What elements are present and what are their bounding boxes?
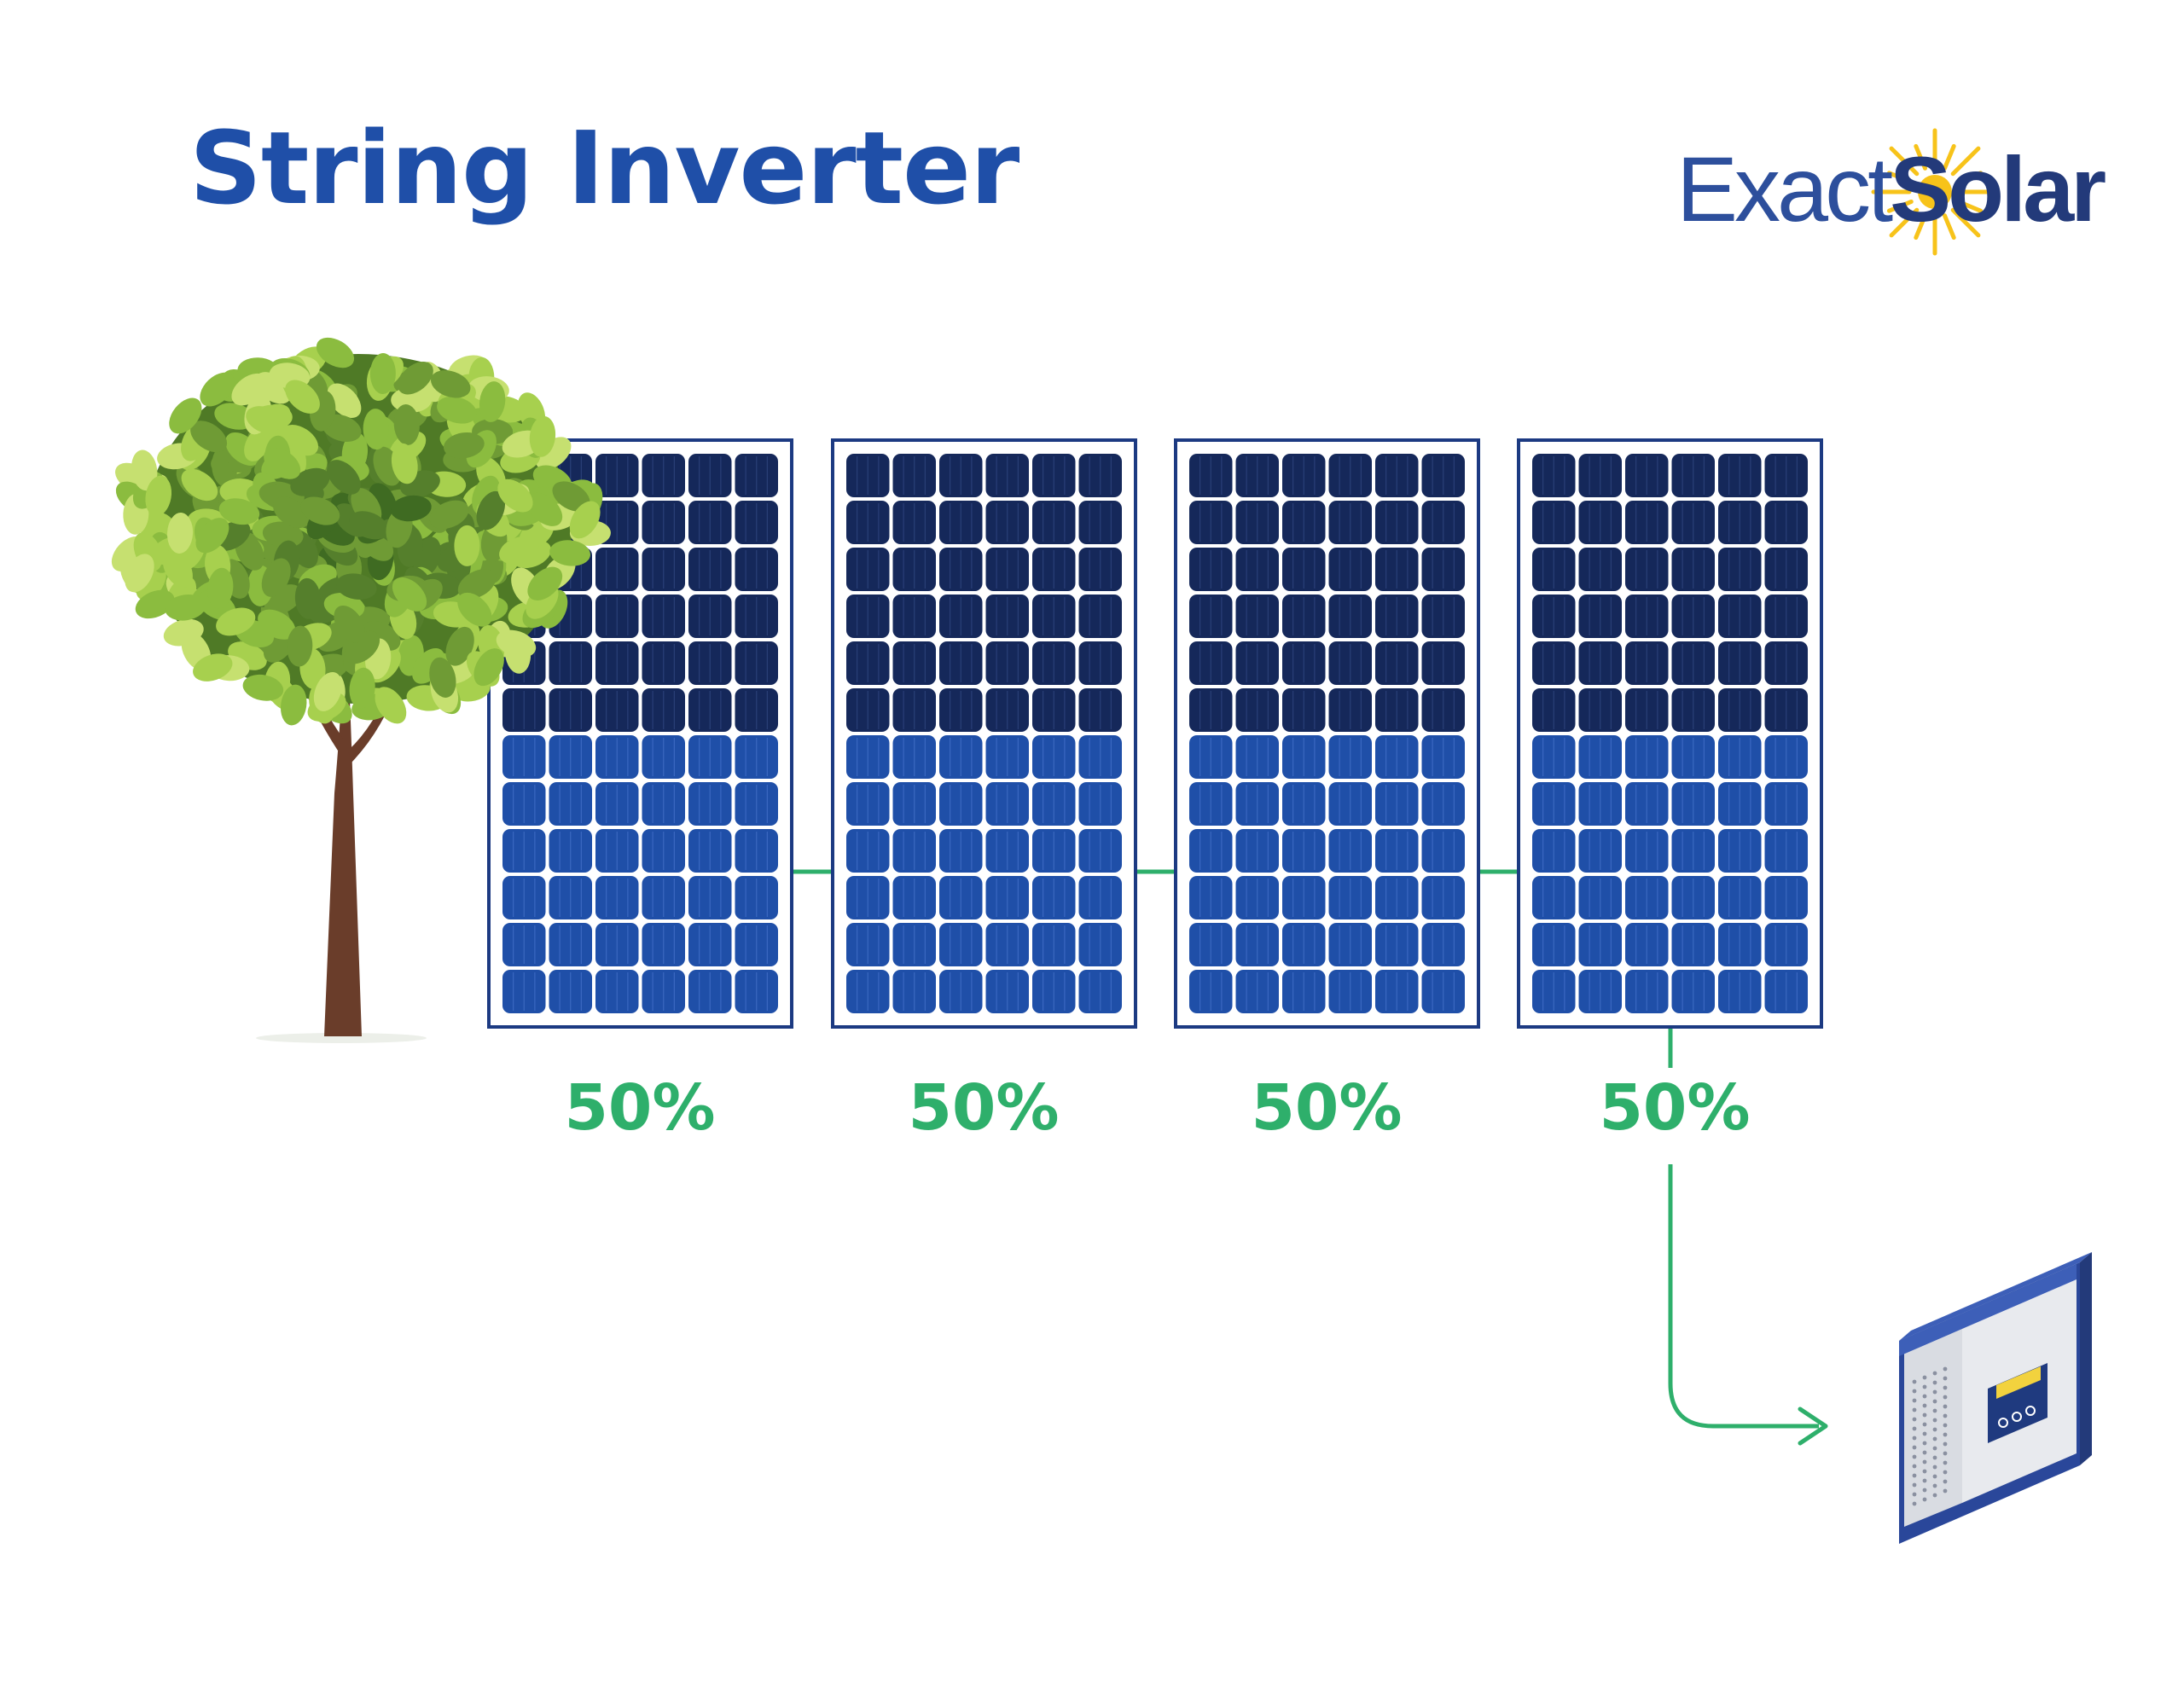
- panel-4-efficiency: 50%: [1599, 1071, 1751, 1145]
- logo-word-solar: Solar: [1890, 137, 2106, 241]
- tree-icon: [111, 337, 611, 1043]
- logo-word-exact: Exact: [1676, 137, 1893, 241]
- solar-panel-4: [1517, 438, 1823, 1029]
- panel-3-efficiency: 50%: [1251, 1071, 1403, 1145]
- panel-2-efficiency: 50%: [908, 1071, 1060, 1145]
- logo-text: ExactSolar: [1676, 143, 2106, 235]
- solar-panel-3: [1174, 438, 1480, 1029]
- sun-icon: [1871, 128, 1999, 256]
- solar-panel-2: [831, 438, 1137, 1029]
- panel-1-efficiency: 50%: [564, 1071, 716, 1145]
- exactsolar-logo: ExactSolar: [1676, 128, 2106, 273]
- solar-panels: [487, 438, 1823, 1029]
- inverter-icon: [1899, 1252, 2092, 1544]
- page-title: String Inverter: [189, 109, 1019, 227]
- wire-to-inverter: [1668, 1164, 1819, 1429]
- solar-panel-1: [487, 438, 793, 1029]
- arrow-icon: [1798, 1406, 1828, 1446]
- string-wiring: [793, 869, 1828, 1446]
